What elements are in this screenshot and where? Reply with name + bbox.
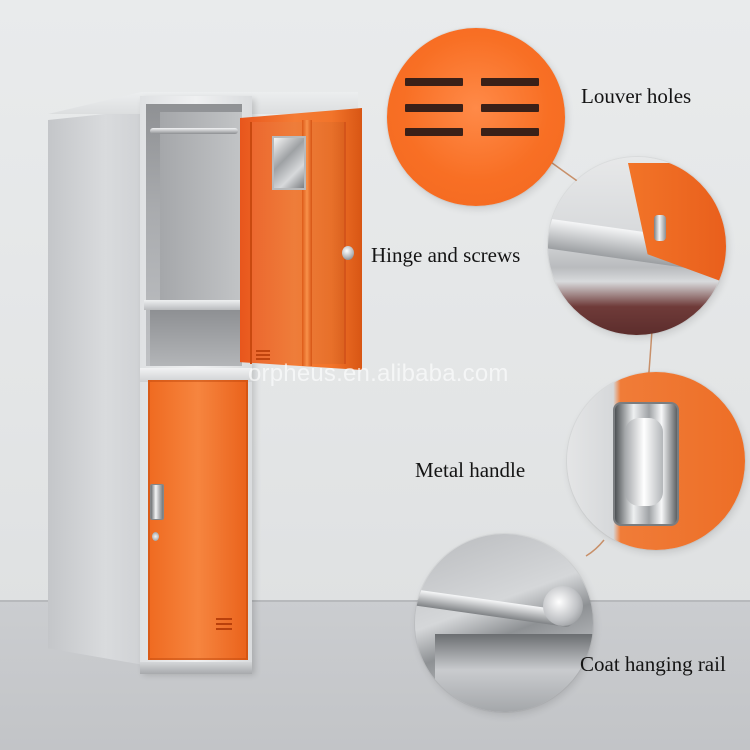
locker-base [140, 662, 252, 674]
card-holder [272, 136, 306, 190]
lower-door-handle [150, 484, 164, 520]
lower-door-vents [216, 618, 232, 632]
louver-slot [405, 128, 463, 136]
rail-compartment-edge [435, 634, 593, 712]
watermark: orpheus.en.alibaba.com [248, 360, 509, 387]
locker-side-panel [48, 110, 144, 665]
hinge-closeup [548, 157, 726, 335]
label-hinge-and-screws: Hinge and screws [371, 243, 521, 267]
metal-handle-closeup [567, 372, 745, 550]
handle-grip [625, 418, 663, 506]
door-vents [256, 350, 270, 362]
door-ridge [302, 120, 312, 366]
louver-holes-closeup [387, 28, 565, 206]
louver-slot [481, 104, 539, 112]
lower-door [148, 380, 248, 660]
inner-shelf [144, 300, 244, 310]
frame-divider [140, 368, 252, 382]
lower-shelf-space [150, 310, 242, 366]
louver-slot [405, 104, 463, 112]
inner-coat-rail [150, 128, 238, 134]
hinge-screw [654, 215, 666, 241]
label-coat-hanging-rail: Coat hanging rail [580, 652, 726, 676]
rail-mount [543, 586, 583, 626]
louver-slot [481, 128, 539, 136]
coat-rail-closeup [415, 534, 593, 712]
door-lock-icon [342, 246, 354, 260]
keyhole-icon [152, 532, 159, 541]
compartment-back-wall [160, 112, 242, 302]
louver-slot [405, 78, 463, 86]
louver-slot [481, 78, 539, 86]
label-metal-handle: Metal handle [415, 458, 526, 482]
connector-handle-rail [585, 539, 605, 557]
label-louver-holes: Louver holes [581, 84, 692, 108]
